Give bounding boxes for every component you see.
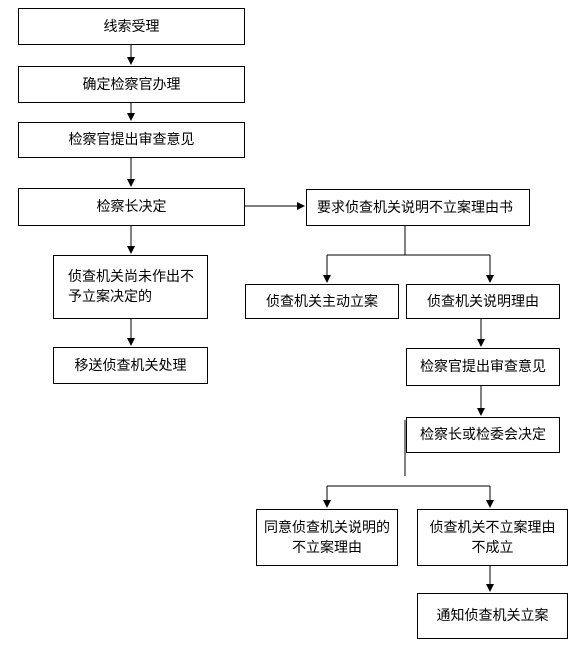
node-transfer-to-agency: 移送侦查机关处理 [53,347,208,384]
node-notify-file-case: 通知侦查机关立案 [417,593,568,639]
node-chief-decision: 检察长决定 [18,188,245,226]
node-prosecutor-review-1: 检察官提出审查意见 [18,122,245,158]
node-reason-invalid: 侦查机关不立案理由不成立 [417,509,568,566]
node-require-explanation: 要求侦查机关说明不立案理由书 [306,189,530,226]
node-agency-explains: 侦查机关说明理由 [406,284,560,319]
node-agency-self-file: 侦查机关主动立案 [245,284,399,319]
node-clue-acceptance: 线索受理 [18,8,245,45]
node-assign-prosecutor: 确定检察官办理 [18,66,245,103]
node-prosecutor-review-2: 检察官提出审查意见 [406,348,560,386]
node-not-yet-decided: 侦查机关尚未作出不予立案决定的 [53,255,208,319]
node-agree-reason: 同意侦查机关说明的不立案理由 [256,509,398,566]
node-chief-or-committee: 检察长或检委会决定 [406,417,560,453]
